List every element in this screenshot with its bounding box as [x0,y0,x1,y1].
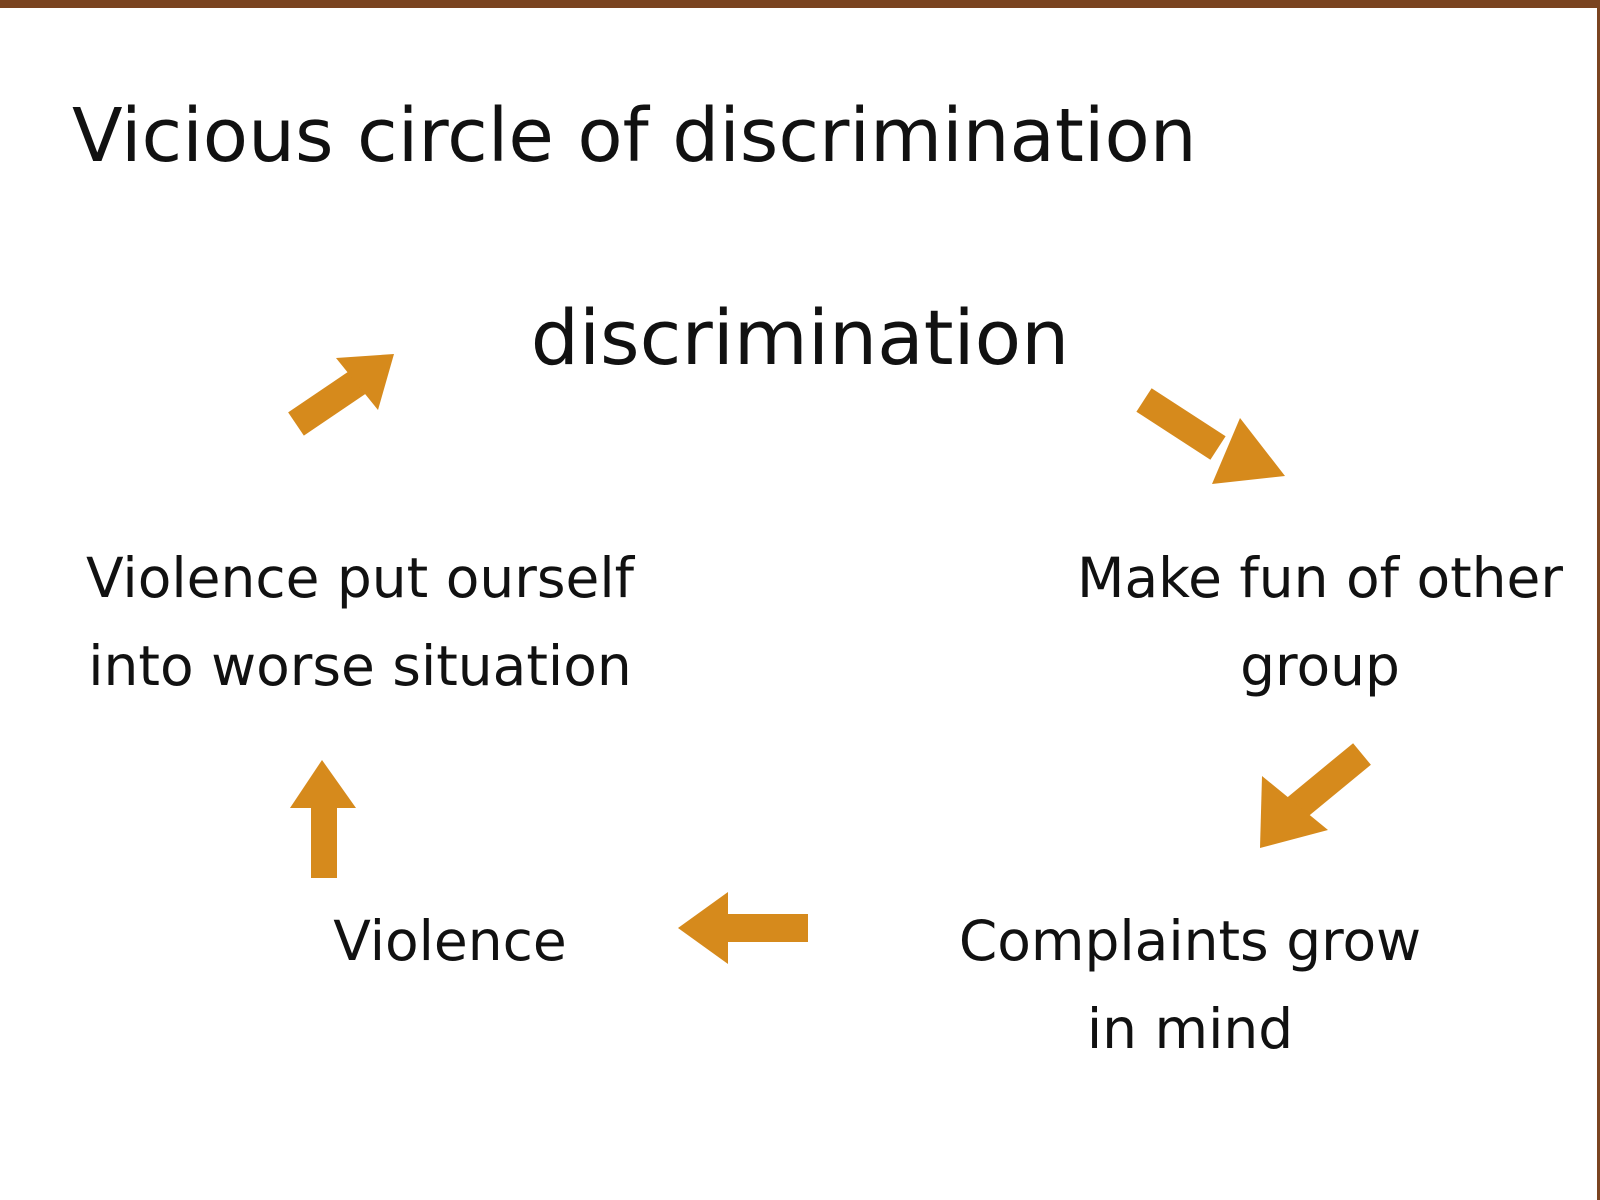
arrow-down-left-icon [1260,743,1371,848]
arrow-up-icon [290,760,356,878]
arrow-up-right-icon [288,354,394,436]
arrow-left-icon [678,892,808,964]
node-complaints: Complaints grow in mind [900,897,1480,1073]
node-worse-line-2: into worse situation [88,634,632,698]
node-make-fun-line-1: Make fun of other [1077,546,1563,610]
node-complaints-line-1: Complaints grow [958,909,1422,973]
node-discrimination: discrimination [530,293,1070,382]
right-border [1597,0,1600,1200]
node-worse-line-1: Violence put ourself [86,546,634,610]
node-make-fun-line-2: group [1240,634,1400,698]
slide-title: Vicious circle of discrimination [72,93,1197,179]
node-worse-situation: Violence put ourself into worse situatio… [40,534,680,710]
node-make-fun: Make fun of other group [1040,534,1600,710]
node-complaints-line-2: in mind [1086,997,1294,1061]
arrow-down-right-icon [1136,388,1285,484]
top-border [0,0,1600,8]
node-violence: Violence [333,909,567,973]
